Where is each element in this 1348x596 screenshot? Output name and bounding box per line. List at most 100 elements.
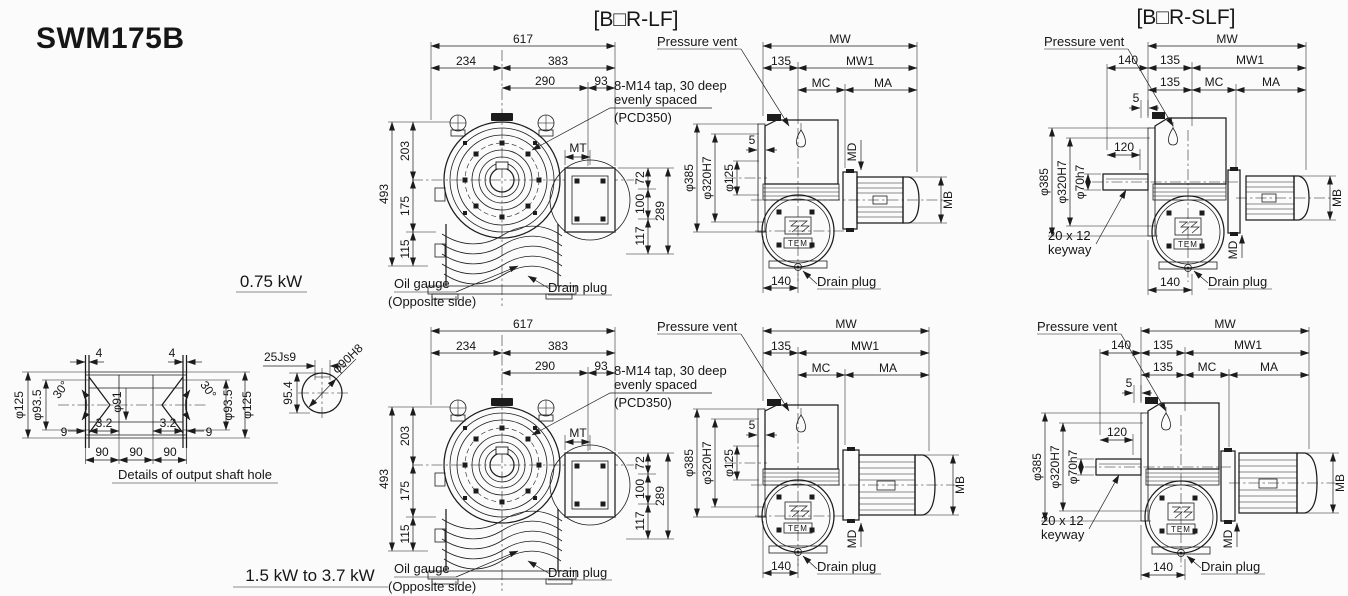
dim-md: MD <box>1221 529 1235 548</box>
dim-md: MD <box>1226 240 1240 259</box>
brand-logo-box <box>1166 523 1196 535</box>
brand-logo-text: TEM <box>788 239 808 248</box>
motor-large <box>1220 448 1318 524</box>
dim-290: 290 <box>535 359 555 373</box>
pressure-vent-label: Pressure vent <box>1037 319 1118 334</box>
power-label-bottom-text: 1.5 kW to 3.7 kW <box>245 566 374 585</box>
shaft-detail-caption: Details of output shaft hole <box>118 467 272 482</box>
drain-plug-bolt <box>794 263 802 271</box>
lf-dimensions: MW 135 MW1 MC MA 5 φ385 φ320H7 φ125 MD M… <box>682 317 967 578</box>
dim-mc: MC <box>812 361 831 375</box>
front-view-dimensions: 617 234 383 290 93 493 203 175 115 72 10… <box>377 317 674 552</box>
drain-plug-label: Drain plug <box>548 565 607 580</box>
dim-135: 135 <box>771 339 791 353</box>
dim-383: 383 <box>548 339 568 353</box>
dim-115: 115 <box>398 524 412 543</box>
dim-md: MD <box>845 142 859 161</box>
dim-140: 140 <box>1160 275 1180 289</box>
drain-plug-label: Drain plug <box>1201 559 1260 574</box>
slf-dimensions: MW 140 135 MW1 135 MC MA 5 120 φ385 φ320… <box>1037 32 1344 295</box>
gearbox-side: TEM <box>757 399 840 556</box>
dim-dia935-left: φ93.5 <box>30 389 44 420</box>
dim-dia125: φ125 <box>722 164 736 192</box>
variant-header-slf: [B□R-SLF] <box>1136 6 1235 29</box>
pressure-vent-plug <box>796 129 806 148</box>
dim-135-2: 135 <box>1153 360 1173 374</box>
dim-90-3: 90 <box>163 445 177 459</box>
dim-120: 120 <box>1114 140 1134 154</box>
lf-view-bottom: Pressure vent TEM MW <box>657 317 967 578</box>
dim-289: 289 <box>653 201 667 221</box>
dim-5: 5 <box>749 133 756 147</box>
dim-30deg-right: 30° <box>197 378 219 401</box>
shaft-hole-detail: 4 4 φ125 φ93.5 30° φ91 30° φ93.5 φ125 9 … <box>12 341 366 484</box>
dim-mc: MC <box>812 76 831 90</box>
brand-emblem <box>784 501 812 520</box>
oil-gauge-label: Oil gauge <box>394 561 450 576</box>
eyebolt-right <box>537 114 555 137</box>
brand-emblem <box>1174 217 1202 236</box>
dim-ma: MA <box>879 361 897 375</box>
dim-32-left: 3.2 <box>96 416 113 430</box>
keyway-label-line1: 20 x 12 <box>1048 228 1091 243</box>
dim-135-1: 135 <box>1153 338 1173 352</box>
dim-5: 5 <box>1126 376 1133 390</box>
side-flange-plate <box>564 167 616 233</box>
dim-dia125-right: φ125 <box>240 391 254 419</box>
pressure-vent-plug <box>1161 412 1171 431</box>
dim-175: 175 <box>398 196 412 216</box>
power-label-top-text: 0.75 kW <box>240 272 302 291</box>
pressure-vent-plug <box>796 414 806 433</box>
dim-135: 135 <box>771 54 791 68</box>
tap-note-line2: evenly spaced <box>614 92 697 107</box>
dim-dia385: φ385 <box>1037 168 1051 196</box>
drain-plug-label: Drain plug <box>817 559 876 574</box>
shaft-section <box>58 355 208 448</box>
dim-117: 117 <box>633 511 647 530</box>
vent-cap <box>1145 397 1158 404</box>
dim-493: 493 <box>377 469 391 489</box>
dim-93: 93 <box>594 74 608 88</box>
vent-cap <box>1152 112 1165 119</box>
dim-32-right: 3.2 <box>160 416 177 430</box>
dim-md: MD <box>845 529 859 548</box>
dim-mw1: MW1 <box>1236 53 1264 67</box>
dim-90-1: 90 <box>95 445 109 459</box>
dim-dia91: φ91 <box>110 391 124 412</box>
tap-note-line2: evenly spaced <box>614 377 697 392</box>
dim-383: 383 <box>548 54 568 68</box>
dim-140: 140 <box>771 559 791 573</box>
motor-large <box>842 447 936 523</box>
dim-ma: MA <box>874 76 892 90</box>
front-view-callouts: 8-M14 tap, 30 deep evenly spaced (PCD350… <box>388 78 727 309</box>
dim-dia70h7: φ70h7 <box>1073 164 1087 199</box>
eyebolt-right <box>537 399 555 422</box>
dim-mw1: MW1 <box>1234 338 1262 352</box>
dim-mw1: MW1 <box>851 339 879 353</box>
dim-90-2: 90 <box>129 445 143 459</box>
pressure-vent-plug <box>1168 127 1178 146</box>
dim-mw: MW <box>829 32 851 46</box>
dim-617: 617 <box>513 317 533 331</box>
dim-dia385: φ385 <box>682 164 696 192</box>
gearbox-face <box>427 398 631 585</box>
dim-135-1: 135 <box>1160 53 1180 67</box>
dim-dia320h7: φ320H7 <box>700 441 714 484</box>
front-view-callouts: 8-M14 tap, 30 deep evenly spaced (PCD350… <box>388 363 727 594</box>
dim-4-left: 4 <box>96 346 103 360</box>
bore-circle <box>301 372 343 414</box>
oil-gauge-label: Oil gauge <box>394 276 450 291</box>
dim-203: 203 <box>398 426 412 446</box>
slf-view-bottom: Pressure vent TEM <box>1030 317 1347 580</box>
gearbox-face <box>427 113 631 300</box>
dim-dia320h7: φ320H7 <box>1048 445 1062 488</box>
dim-5: 5 <box>1133 91 1140 105</box>
gearbox-side: TEM <box>1102 112 1227 272</box>
gearbox-side: TEM <box>1095 397 1220 557</box>
oil-gauge-note: (Opposite side) <box>388 579 476 594</box>
slf-view-top: Pressure vent TEM <box>1037 32 1344 295</box>
brand-logo-text: TEM <box>1171 525 1191 534</box>
dim-dia125: φ125 <box>722 449 736 477</box>
dim-493: 493 <box>377 184 391 204</box>
